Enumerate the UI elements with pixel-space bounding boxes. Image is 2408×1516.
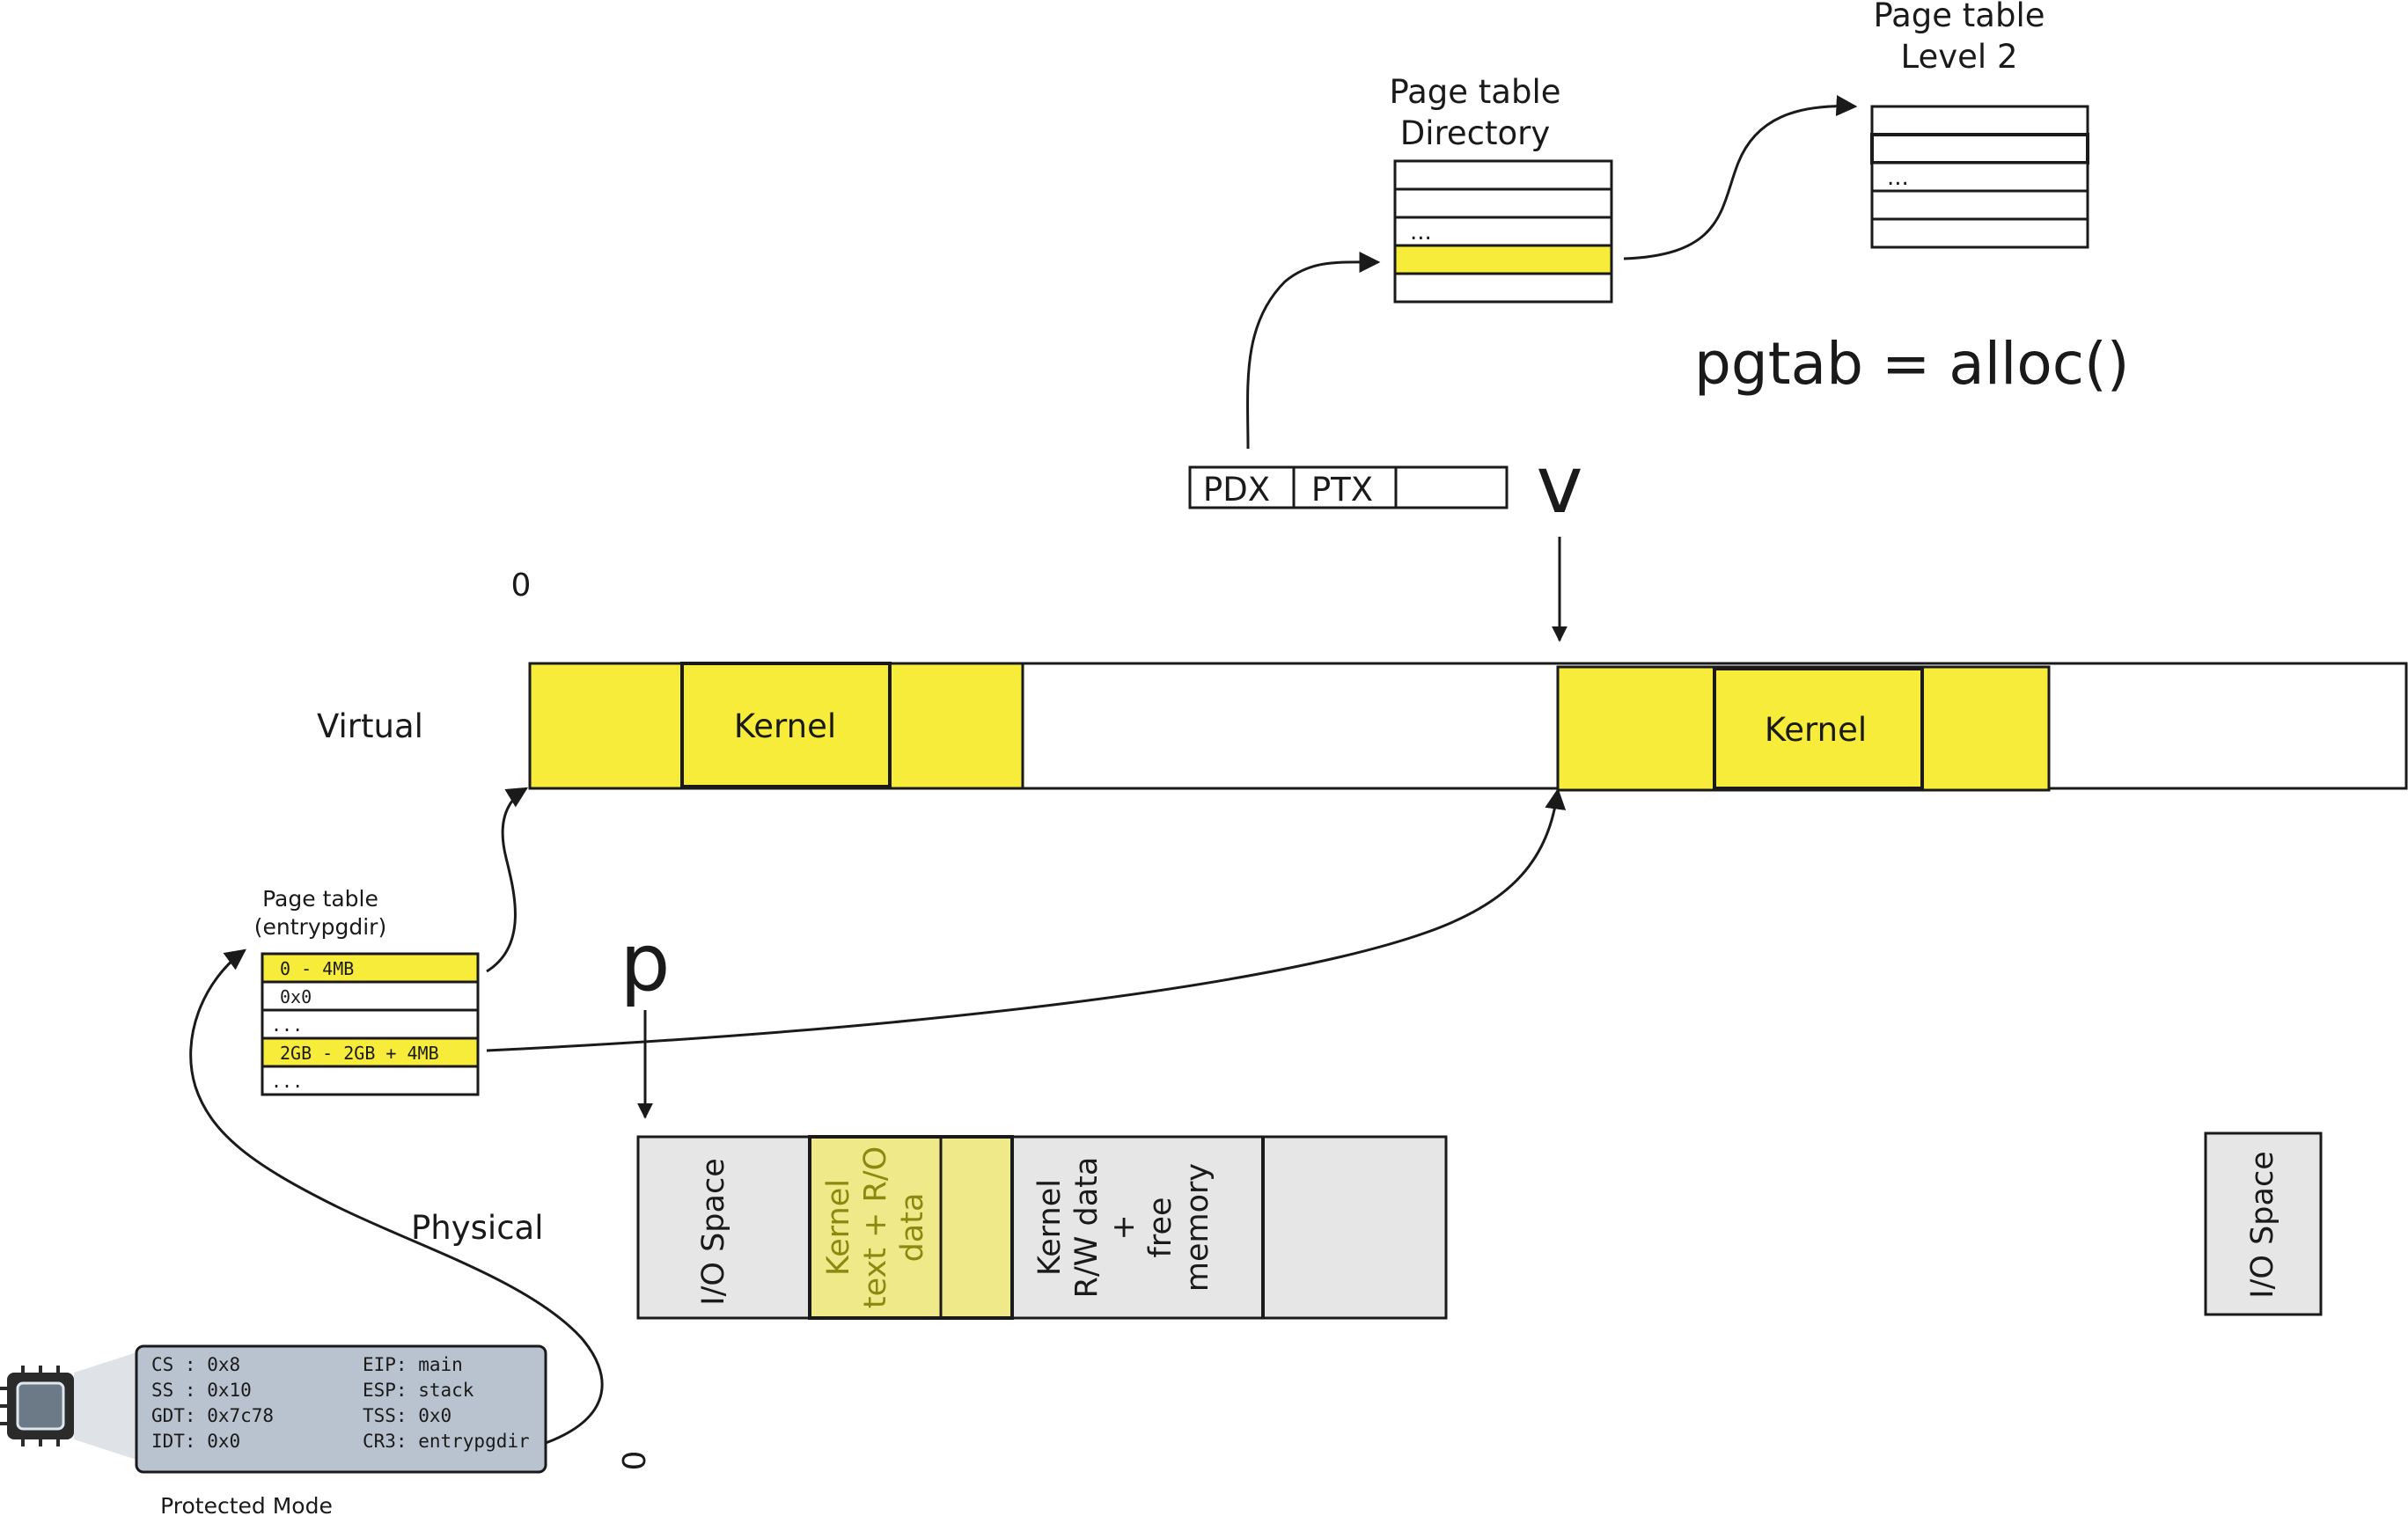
register-cr3: CR3: entrypgdir <box>363 1431 530 1452</box>
pt-l2-entry <box>1870 217 2089 249</box>
physical-io-space-high-label: I/O Space <box>2245 1151 2280 1298</box>
register-eip: EIP: main <box>363 1354 463 1375</box>
virtual-kernel-high-box <box>1713 667 1924 790</box>
chip-beam <box>74 1352 136 1460</box>
physical-io-space-high-region <box>2204 1132 2323 1316</box>
register-esp: ESP: stack <box>363 1380 474 1401</box>
page-dir-title-line2: Directory <box>1400 114 1551 152</box>
entrypgdir-row <box>261 1036 480 1068</box>
pt-l2-title-line1: Page table <box>1873 0 2045 34</box>
physical-kernel-rw-line4: free <box>1143 1197 1178 1257</box>
entrypgdir-to-high-kernel-arrow <box>486 787 1567 1052</box>
register-panel <box>135 1344 547 1474</box>
entrypgdir-row <box>261 1065 480 1096</box>
page-dir-entry <box>1393 159 1613 191</box>
pt-l2-ellipsis: ... <box>1887 165 1909 191</box>
page-dir-entry-selected <box>1393 244 1613 275</box>
entrypgdir-row <box>261 1008 480 1040</box>
virtual-zero-label: 0 <box>511 568 532 604</box>
cpu-chip-icon <box>0 1352 136 1460</box>
physical-kernel-rw-line3: + <box>1106 1214 1142 1240</box>
physical-kernel-text-line2: text + R/O <box>858 1146 893 1308</box>
virtual-address-fields: PDX PTX <box>1188 465 1509 509</box>
v-label: v <box>1536 439 1582 531</box>
page-dir-entry <box>1393 272 1613 304</box>
physical-kernel-rw-line1: Kernel <box>1032 1179 1068 1276</box>
register-tss: TSS: 0x0 <box>363 1405 452 1426</box>
offset-field <box>1394 465 1509 509</box>
chip-die <box>16 1381 65 1431</box>
alloc-text: pgtab = alloc() <box>1694 330 2130 398</box>
physical-kernel-rw-line2: R/W data <box>1069 1157 1105 1299</box>
register-cs: CS : 0x8 <box>151 1354 240 1375</box>
virtual-kernel-low-box <box>680 662 892 788</box>
pt-l2-title-line2: Level 2 <box>1901 38 2018 76</box>
p-label: p <box>620 917 670 1009</box>
physical-kernel-text-region <box>808 1135 1014 1320</box>
entrypgdir-row-text: 0x0 <box>280 986 312 1007</box>
virtual-address-space: Virtual 0 Kernel Kernel <box>317 568 2408 792</box>
page-table-level2: Page table Level 2 ... <box>1870 0 2089 249</box>
register-gdt: GDT: 0x7c78 <box>151 1405 274 1426</box>
page-directory: Page table Directory ... <box>1389 73 1613 304</box>
page-dir-ellipsis: ... <box>1410 219 1432 245</box>
page-dir-title-line1: Page table <box>1389 73 1560 111</box>
physical-kernel-text-line3: data <box>895 1193 930 1263</box>
entrypgdir-title-line1: Page table <box>262 886 378 912</box>
physical-zero-label: 0 <box>617 1451 653 1471</box>
entrypgdir-row-text: ... <box>271 1071 303 1092</box>
entrypgdir-row-text: ... <box>271 1014 303 1036</box>
virtual-label: Virtual <box>317 707 423 745</box>
pd-to-pt-arrow <box>1623 95 1858 260</box>
entrypgdir-row-text: 0 - 4MB <box>280 958 354 979</box>
entrypgdir-row-text: 2GB - 2GB + 4MB <box>280 1043 439 1064</box>
pdx-to-pd-arrow <box>1246 251 1381 450</box>
physical-kernel-text-line1: Kernel <box>821 1179 856 1276</box>
register-ss: SS : 0x10 <box>151 1380 252 1401</box>
entrypgdir-title-line2: (entrypgdir) <box>254 914 386 940</box>
ptx-label: PTX <box>1311 471 1373 509</box>
virtual-kernel-high-label: Kernel <box>1765 711 1867 749</box>
physical-memory-bar <box>636 1135 1448 1320</box>
physical-kernel-rw-line5: memory <box>1180 1163 1215 1292</box>
physical-label: Physical <box>411 1209 544 1247</box>
pt-l2-entry <box>1870 133 2089 165</box>
entrypgdir-to-low-kernel-arrow <box>486 787 529 973</box>
entrypgdir-row <box>261 952 480 984</box>
cr3-to-entrypgdir-arrow <box>189 948 604 1445</box>
pdx-field <box>1188 465 1296 509</box>
pdx-label: PDX <box>1203 471 1270 509</box>
protected-mode-label: Protected Mode <box>160 1493 333 1516</box>
cpu-state: CS : 0x8 SS : 0x10 GDT: 0x7c78 IDT: 0x0 … <box>0 1344 547 1516</box>
pt-l2-entry <box>1870 105 2089 136</box>
entrypgdir-table: Page table (entrypgdir) 0 - 4MB 0x0 ... … <box>254 886 480 1096</box>
page-dir-entry <box>1393 187 1613 219</box>
physical-io-space-low-label: I/O Space <box>696 1158 731 1305</box>
entrypgdir-row <box>261 980 480 1012</box>
virtual-kernel-low-label: Kernel <box>734 707 836 745</box>
physical-address-space: Physical I/O Space Kernel text + R/O dat… <box>411 1132 2323 1471</box>
pt-l2-entry <box>1870 189 2089 221</box>
register-idt: IDT: 0x0 <box>151 1431 240 1452</box>
